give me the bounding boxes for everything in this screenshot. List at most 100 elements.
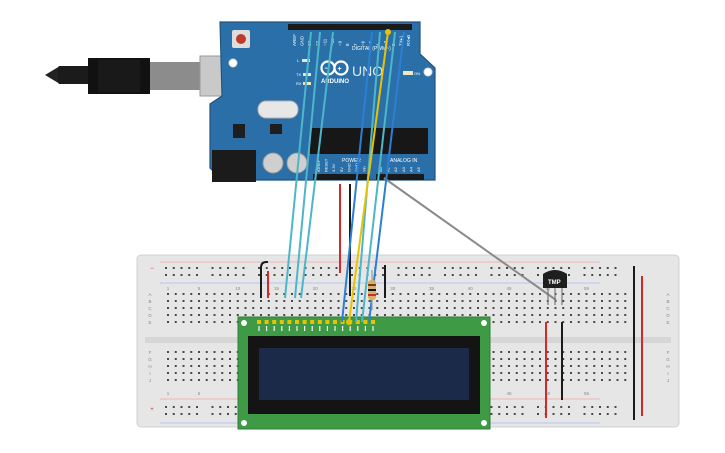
terminal-hole[interactable] bbox=[391, 307, 394, 309]
rail-hole[interactable] bbox=[475, 267, 477, 269]
terminal-hole[interactable] bbox=[329, 293, 332, 295]
terminal-hole[interactable] bbox=[446, 293, 448, 295]
rail-hole[interactable] bbox=[506, 406, 508, 408]
rail-hole[interactable] bbox=[234, 406, 237, 408]
terminal-hole[interactable] bbox=[190, 293, 193, 295]
terminal-hole[interactable] bbox=[500, 379, 503, 381]
reset-button-cap[interactable] bbox=[236, 34, 246, 44]
rail-hole[interactable] bbox=[513, 406, 516, 408]
terminal-hole[interactable] bbox=[562, 379, 565, 381]
terminal-hole[interactable] bbox=[391, 293, 394, 295]
wire-d12[interactable] bbox=[284, 31, 312, 299]
rail-hole[interactable] bbox=[273, 274, 276, 276]
rail-hole[interactable] bbox=[281, 267, 284, 269]
terminal-hole[interactable] bbox=[415, 314, 417, 316]
terminal-hole[interactable] bbox=[360, 300, 363, 302]
terminal-hole[interactable] bbox=[306, 300, 309, 302]
terminal-hole[interactable] bbox=[608, 351, 611, 353]
terminal-hole[interactable] bbox=[298, 307, 301, 309]
lcd-pin[interactable] bbox=[279, 320, 284, 324]
terminal-hole[interactable] bbox=[407, 314, 410, 316]
terminal-hole[interactable] bbox=[624, 351, 627, 353]
terminal-hole[interactable] bbox=[221, 351, 224, 353]
terminal-hole[interactable] bbox=[531, 379, 534, 381]
terminal-hole[interactable] bbox=[182, 300, 185, 302]
terminal-hole[interactable] bbox=[213, 300, 216, 302]
terminal-hole[interactable] bbox=[616, 321, 619, 323]
rail-hole[interactable] bbox=[513, 267, 516, 269]
rail-hole[interactable] bbox=[506, 274, 508, 276]
terminal-hole[interactable] bbox=[283, 293, 286, 295]
terminal-hole[interactable] bbox=[213, 314, 216, 316]
terminal-hole[interactable] bbox=[608, 314, 611, 316]
rail-hole[interactable] bbox=[382, 267, 384, 269]
rail-hole[interactable] bbox=[320, 274, 322, 276]
rail-hole[interactable] bbox=[583, 274, 586, 276]
rail-hole[interactable] bbox=[521, 406, 524, 408]
rail-hole[interactable] bbox=[420, 274, 423, 276]
rail-hole[interactable] bbox=[196, 413, 198, 415]
rail-hole[interactable] bbox=[227, 267, 229, 269]
terminal-hole[interactable] bbox=[508, 293, 510, 295]
terminal-hole[interactable] bbox=[174, 372, 177, 374]
terminal-hole[interactable] bbox=[577, 293, 580, 295]
terminal-hole[interactable] bbox=[360, 307, 363, 309]
terminal-hole[interactable] bbox=[546, 365, 549, 367]
rail-hole[interactable] bbox=[537, 274, 539, 276]
rail-hole[interactable] bbox=[405, 267, 408, 269]
terminal-hole[interactable] bbox=[577, 314, 580, 316]
terminal-hole[interactable] bbox=[585, 314, 588, 316]
terminal-hole[interactable] bbox=[221, 365, 224, 367]
terminal-hole[interactable] bbox=[608, 293, 611, 295]
terminal-hole[interactable] bbox=[391, 314, 394, 316]
terminal-hole[interactable] bbox=[546, 351, 549, 353]
terminal-hole[interactable] bbox=[515, 351, 518, 353]
rail-hole[interactable] bbox=[591, 274, 594, 276]
terminal-hole[interactable] bbox=[546, 314, 549, 316]
terminal-hole[interactable] bbox=[500, 300, 503, 302]
terminal-hole[interactable] bbox=[213, 372, 216, 374]
lcd-pin[interactable] bbox=[295, 320, 299, 324]
terminal-hole[interactable] bbox=[236, 293, 239, 295]
terminal-hole[interactable] bbox=[523, 351, 526, 353]
terminal-hole[interactable] bbox=[291, 307, 293, 309]
terminal-hole[interactable] bbox=[190, 351, 193, 353]
rail-hole[interactable] bbox=[506, 267, 508, 269]
terminal-hole[interactable] bbox=[593, 300, 596, 302]
terminal-hole[interactable] bbox=[601, 365, 603, 367]
terminal-hole[interactable] bbox=[399, 300, 402, 302]
terminal-hole[interactable] bbox=[562, 358, 565, 360]
terminal-hole[interactable] bbox=[570, 365, 572, 367]
rail-hole[interactable] bbox=[614, 267, 617, 269]
rail-hole[interactable] bbox=[521, 413, 524, 415]
rail-hole[interactable] bbox=[219, 413, 222, 415]
terminal-hole[interactable] bbox=[585, 379, 588, 381]
terminal-hole[interactable] bbox=[523, 358, 526, 360]
terminal-hole[interactable] bbox=[492, 314, 495, 316]
rail-hole[interactable] bbox=[537, 406, 539, 408]
rail-hole[interactable] bbox=[289, 274, 291, 276]
wire-d5[interactable] bbox=[341, 31, 373, 323]
rail-hole[interactable] bbox=[172, 413, 175, 415]
terminal-hole[interactable] bbox=[205, 314, 208, 316]
terminal-hole[interactable] bbox=[624, 321, 627, 323]
rail-hole[interactable] bbox=[180, 413, 183, 415]
rail-hole[interactable] bbox=[583, 267, 586, 269]
terminal-hole[interactable] bbox=[213, 358, 216, 360]
terminal-hole[interactable] bbox=[314, 314, 317, 316]
rail-hole[interactable] bbox=[498, 267, 501, 269]
terminal-hole[interactable] bbox=[221, 321, 224, 323]
terminal-hole[interactable] bbox=[469, 293, 472, 295]
terminal-hole[interactable] bbox=[616, 372, 619, 374]
terminal-hole[interactable] bbox=[508, 365, 510, 367]
rail-hole[interactable] bbox=[413, 267, 415, 269]
terminal-hole[interactable] bbox=[601, 293, 603, 295]
rail-hole[interactable] bbox=[397, 274, 400, 276]
terminal-hole[interactable] bbox=[570, 314, 572, 316]
terminal-hole[interactable] bbox=[453, 300, 456, 302]
terminal-hole[interactable] bbox=[554, 365, 557, 367]
terminal-hole[interactable] bbox=[469, 307, 472, 309]
terminal-hole[interactable] bbox=[601, 372, 603, 374]
terminal-hole[interactable] bbox=[515, 300, 518, 302]
terminal-hole[interactable] bbox=[601, 358, 603, 360]
